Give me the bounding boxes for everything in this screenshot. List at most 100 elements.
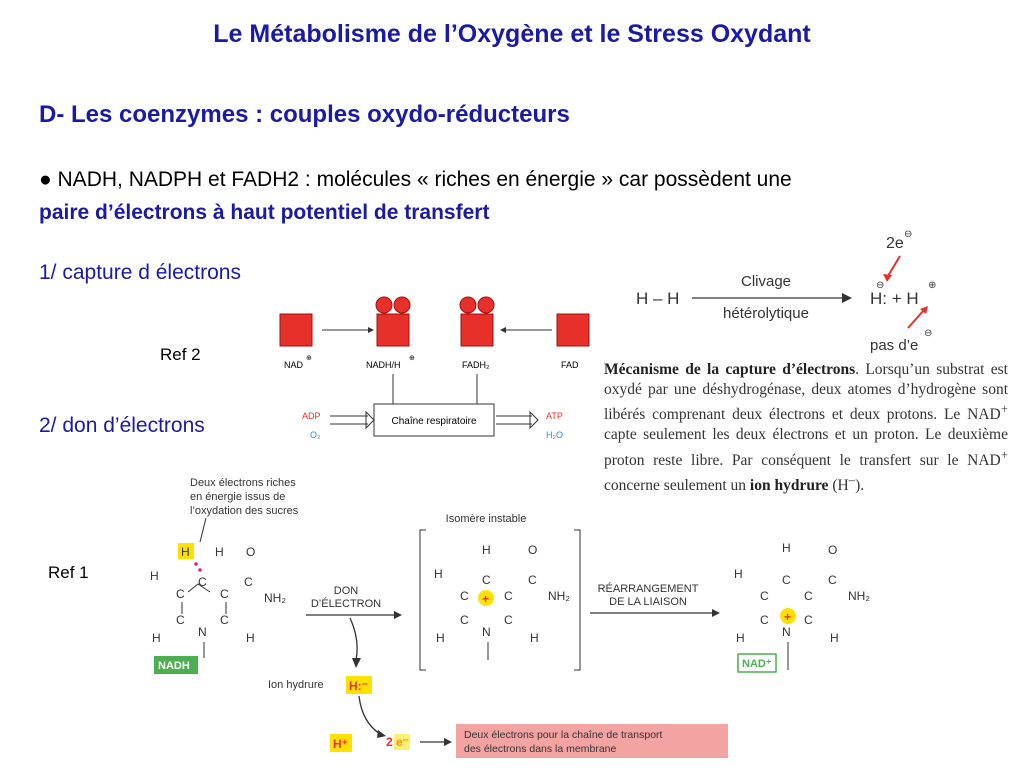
- nad-label: NAD: [284, 360, 304, 370]
- isomer-atom-h-left: H: [434, 567, 443, 581]
- nadh-molecule: H H O H C C C C NH₂ C C N H H NADH: [150, 543, 286, 674]
- h2o-label: H₂O: [546, 430, 563, 440]
- nadh-electron-2: [393, 296, 411, 314]
- fadh2-label: FADH₂: [462, 360, 490, 370]
- minus-sign-1: ⊖: [876, 280, 884, 291]
- atom-h-bottom-left: H: [152, 631, 161, 645]
- red-arrowhead-in: [883, 274, 892, 282]
- nad-atom-o: O: [828, 543, 837, 557]
- isomer-atom-h-bottom-right: H: [530, 631, 539, 645]
- fadh2-electron-1: [459, 296, 477, 314]
- nadh-plus: ⊕: [409, 355, 415, 362]
- nad-atom-c4: C: [782, 573, 791, 587]
- isomer-atom-nh2: NH₂: [548, 589, 570, 603]
- ref2-label: Ref 2: [160, 345, 201, 364]
- isomer-atom-h-top: H: [482, 543, 491, 557]
- description-text-3: concerne seulement un: [604, 477, 750, 495]
- note-line-1: Deux électrons riches: [190, 477, 296, 489]
- red-arrowhead-out: [920, 306, 928, 314]
- coenzyme-diagram: NAD ⊕ NADH/H ⊕ FADH₂ FAD Chaîne respirat…: [279, 296, 590, 440]
- two-e-highlight: [394, 734, 410, 750]
- isomer-label: Isomère instable: [446, 513, 527, 525]
- nad-box: [279, 313, 313, 347]
- ref1-label: Ref 1: [48, 563, 89, 582]
- nad-atom-h-bottom-right: H: [830, 631, 839, 645]
- ion-hydrure-label: Ion hydrure: [268, 679, 324, 691]
- bullet-emphasis: paire d’électrons à haut potentiel de tr…: [39, 201, 490, 224]
- h-plus-box: [330, 734, 352, 752]
- mechanism-description: Mécanisme de la capture d’électrons. Lor…: [604, 360, 1008, 496]
- description-sup-1: +: [1000, 401, 1008, 417]
- subheading-don: 2/ don d’électrons: [39, 414, 205, 437]
- red-arrow-out: [907, 309, 925, 329]
- fadh2-box: [460, 313, 494, 347]
- products: H: + H: [870, 289, 919, 308]
- don-label: DON: [334, 585, 359, 597]
- plus-sign: ⊕: [928, 280, 936, 291]
- chain-label: Chaîne respiratoire: [391, 416, 476, 427]
- arrowhead-in: [365, 410, 375, 430]
- isomer-atom-h-bottom-left: H: [436, 631, 445, 645]
- isomer-charge: +: [482, 592, 489, 606]
- description-sup-3: –: [848, 472, 856, 488]
- isomer-charge-circle: [478, 590, 494, 606]
- electron-dot-1: [194, 562, 198, 566]
- minus-sign-3: ⊖: [924, 328, 932, 339]
- adp-label: ADP: [302, 411, 321, 421]
- hh-molecule: H – H: [636, 289, 679, 308]
- cleavage-diagram: H – H Clivage hétérolytique H: + H ⊖ ⊕ 2…: [636, 229, 936, 354]
- electron-dot-2: [198, 568, 202, 572]
- atom-n1: N: [198, 625, 207, 639]
- isomer-atom-c-amide: C: [528, 573, 537, 587]
- nad-atom-h-bottom-left: H: [736, 631, 745, 645]
- fad-label: FAD: [561, 360, 579, 370]
- fadh2-electron-2: [477, 296, 495, 314]
- nadh-badge-label: NADH: [158, 660, 190, 672]
- isomer-atom-c2: C: [504, 613, 513, 627]
- nadh-badge: [154, 656, 198, 674]
- isomer-atom-c6: C: [460, 613, 469, 627]
- heterolytique-label: hétérolytique: [723, 305, 809, 322]
- nad-atom-n1: N: [782, 625, 791, 639]
- description-bold-end: ion hydrure: [749, 477, 829, 495]
- nad-atom-c3: C: [804, 589, 813, 603]
- description-text-2: capte seulement les deux électrons et un…: [604, 425, 1008, 469]
- nad-plus: ⊕: [306, 355, 312, 362]
- mechanism-diagram: Deux électrons riches en énergie issus d…: [150, 477, 870, 758]
- nadh-box: [376, 313, 410, 347]
- isomer-molecule: H O H C C C C NH₂ + C C N H H: [434, 543, 570, 660]
- nadh-electron-1: [375, 296, 393, 314]
- atom-h-bottom-right: H: [246, 631, 255, 645]
- split-path: [358, 695, 381, 735]
- nad-atom-c5: C: [760, 589, 769, 603]
- transport-line-2: des électrons dans la membrane: [464, 743, 616, 755]
- rearr-arrowhead: [712, 609, 720, 617]
- isomer-atom-c4: C: [482, 573, 491, 587]
- cleavage-arrowhead: [842, 293, 852, 303]
- isomer-atom-c3: C: [504, 589, 513, 603]
- hydride-label: H:⁻: [349, 679, 368, 693]
- isomer-atom-n1: N: [482, 625, 491, 639]
- hydride-arrowhead: [352, 658, 361, 668]
- atom-c3: C: [220, 587, 229, 601]
- atom-h-top: H: [215, 545, 224, 559]
- atom-c2: C: [220, 613, 229, 627]
- nad-atom-h-top: H: [782, 541, 791, 555]
- transport-box: [456, 724, 728, 758]
- nad-atom-nh2: NH₂: [848, 589, 870, 603]
- o2-label: O₂: [310, 430, 321, 440]
- description-sup-2: +: [1000, 446, 1008, 462]
- transport-line-1: Deux électrons pour la chaîne de transpo…: [464, 729, 663, 741]
- hydride-path: [349, 617, 358, 661]
- atom-c5: C: [176, 587, 185, 601]
- atom-o: O: [246, 545, 255, 559]
- bullet-text: ● NADH, NADPH et FADH2 : molécules « ric…: [39, 168, 792, 191]
- arrowhead-out: [529, 410, 539, 430]
- hydride-box: [346, 676, 372, 694]
- rearr-label-1: RÉARRANGEMENT: [598, 582, 699, 595]
- atom-h-highlight: H: [181, 545, 190, 559]
- h-plus-label: H⁺: [333, 737, 348, 751]
- description-text-5: ).: [855, 477, 865, 495]
- note-line-3: l’oxydation des sucres: [190, 505, 299, 517]
- hydrogen-highlight: [178, 543, 194, 559]
